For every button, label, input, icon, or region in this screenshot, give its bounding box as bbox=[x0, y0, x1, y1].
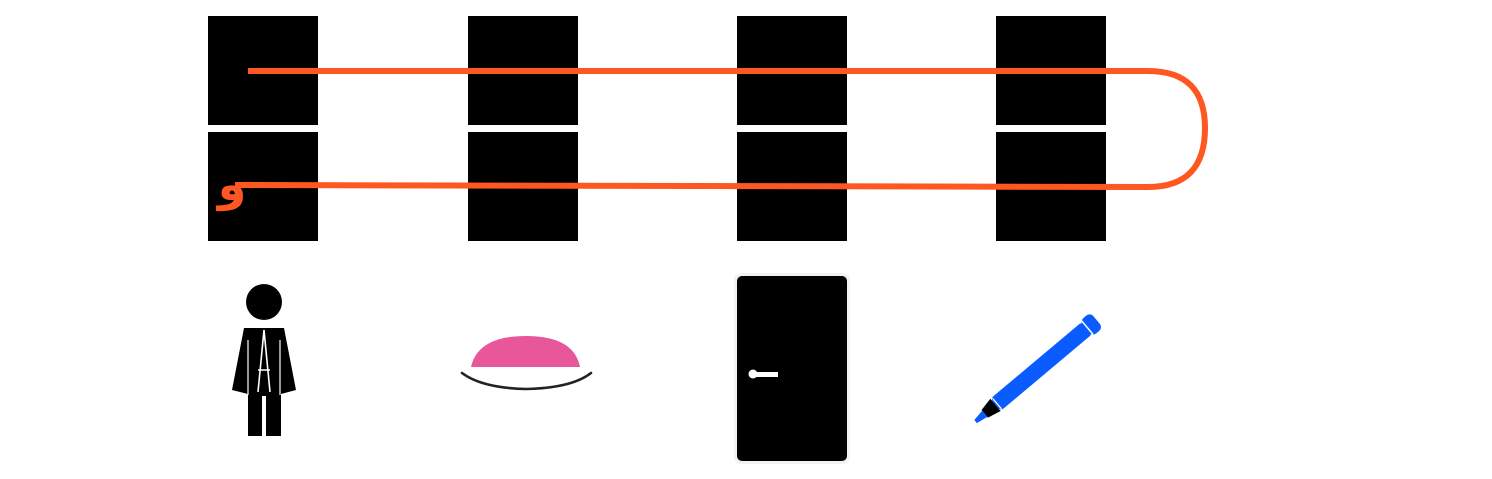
person-icon bbox=[232, 284, 296, 436]
marker-icon bbox=[974, 314, 1102, 424]
door-icon bbox=[734, 273, 850, 464]
block-grid bbox=[208, 16, 1106, 241]
path-start-glyph: و bbox=[216, 157, 247, 211]
mat-icon bbox=[460, 336, 593, 391]
trace-path bbox=[234, 68, 1208, 190]
